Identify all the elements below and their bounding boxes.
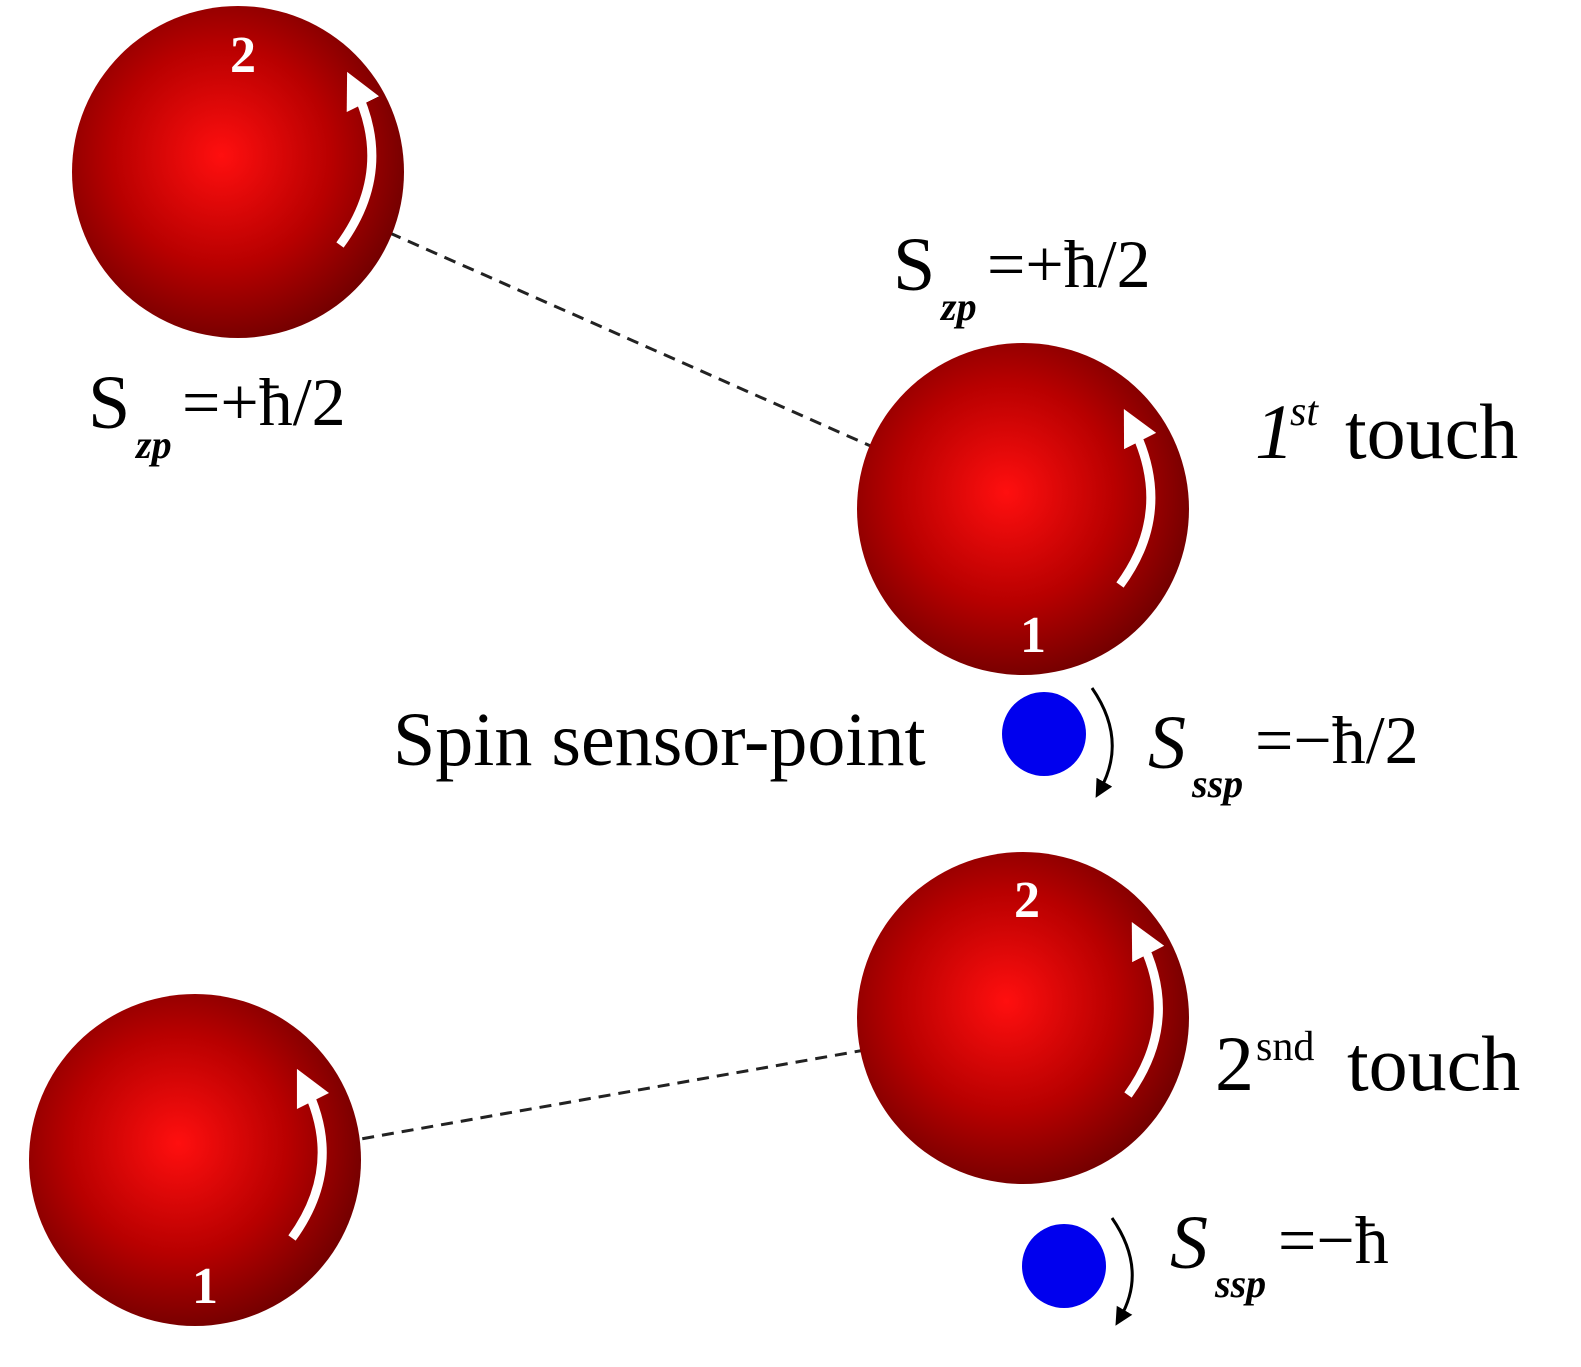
- spin-symbol: S: [1148, 701, 1186, 785]
- rotation-arrow-icon: [1116, 408, 1157, 588]
- top-sphere-2-label: 2: [230, 27, 256, 84]
- top-scene: 2 S zp =+ħ/2 S zp =+ħ/2 1 1 st touch Spi…: [72, 6, 1518, 806]
- top-sphere-2: 2: [72, 6, 404, 338]
- top-right-spin-label: S zp =+ħ/2: [893, 223, 1151, 329]
- spin-equation: =+ħ/2: [182, 364, 346, 440]
- bottom-sphere-2: 2: [857, 852, 1189, 1184]
- top-sensor-point: [1002, 692, 1086, 776]
- bottom-sensor-spin-label: S ssp =−ħ: [1170, 1201, 1389, 1306]
- first-touch-label: 1 st touch: [1255, 388, 1518, 475]
- touch-word: touch: [1347, 1020, 1520, 1107]
- top-left-spin-label: S zp =+ħ/2: [88, 361, 346, 467]
- bottom-sphere-1-label: 1: [192, 1258, 218, 1315]
- touch-word: touch: [1345, 388, 1518, 475]
- top-sphere-1-label: 1: [1020, 607, 1046, 664]
- curved-arrow-icon: [1110, 1217, 1134, 1326]
- bottom-scene: 2 2 snd touch 1 S ssp =−ħ: [29, 852, 1520, 1326]
- spin-subscript: ssp: [1214, 1261, 1266, 1306]
- spin-equation: =−ħ: [1278, 1202, 1389, 1278]
- curved-arrow-icon: [1090, 687, 1114, 798]
- spin-subscript: ssp: [1191, 761, 1243, 806]
- spin-equation: =+ħ/2: [987, 226, 1151, 302]
- bottom-sphere-2-label: 2: [1014, 872, 1040, 929]
- spin-equation: =−ħ/2: [1255, 702, 1419, 778]
- touch-superscript: snd: [1256, 1024, 1314, 1070]
- touch-superscript: st: [1290, 389, 1319, 435]
- bottom-sphere-1: 1: [29, 994, 361, 1326]
- sensor-point-text: Spin sensor-point: [393, 698, 926, 782]
- rotation-arrow-icon: [288, 1068, 330, 1241]
- spin-symbol: S: [88, 361, 130, 445]
- spin-symbol: S: [1170, 1201, 1208, 1285]
- top-sphere-1: 1: [857, 343, 1189, 675]
- rotation-arrow-icon: [1124, 921, 1165, 1098]
- touch-number: 1: [1255, 388, 1294, 475]
- second-touch-label: 2 snd touch: [1215, 1020, 1520, 1107]
- bottom-sensor-point: [1022, 1224, 1106, 1308]
- top-sensor-spin-label: S ssp =−ħ/2: [1148, 701, 1419, 806]
- rotation-arrow-icon: [336, 71, 380, 248]
- touch-number: 2: [1215, 1020, 1254, 1107]
- spin-subscript: zp: [939, 284, 977, 329]
- spin-symbol: S: [893, 223, 935, 307]
- spin-subscript: zp: [134, 422, 172, 467]
